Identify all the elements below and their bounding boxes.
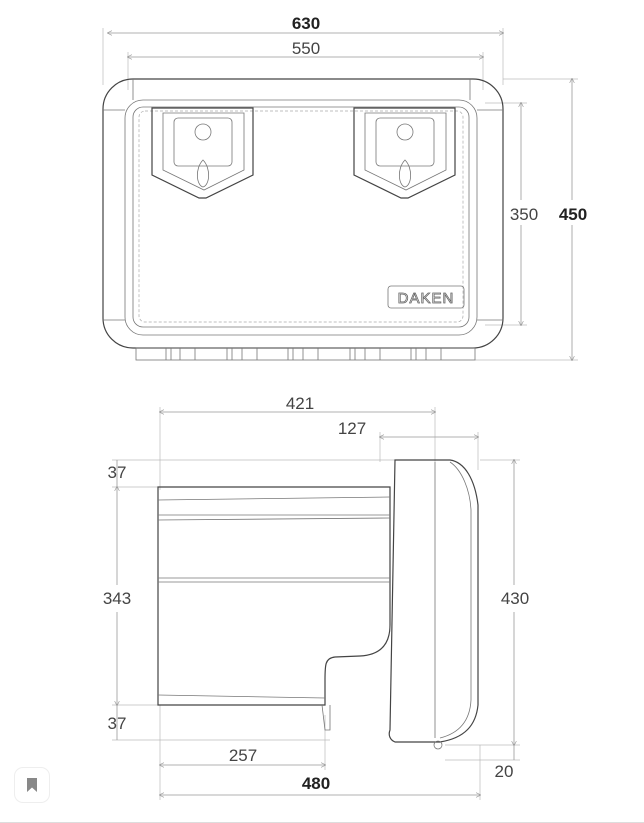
lid-profile [388, 459, 479, 743]
body-profile [157, 486, 391, 706]
brand-logo: DAKEN [398, 290, 455, 307]
dim-421: 421 [286, 394, 314, 413]
dim-350: 350 [510, 205, 538, 224]
dim-37-top: 37 [108, 463, 127, 482]
dim-20: 20 [495, 762, 514, 781]
dim-550: 550 [292, 39, 320, 58]
bookmark-button[interactable] [14, 767, 50, 803]
dim-257: 257 [229, 746, 257, 765]
front-view: 630 550 350 450 DAKEN [102, 14, 587, 361]
dim-127: 127 [338, 419, 366, 438]
side-view: 421 127 37 343 37 430 20 257 480 [103, 394, 529, 800]
lock-left [151, 107, 254, 199]
feet-row [135, 347, 476, 361]
dim-450: 450 [559, 205, 587, 224]
dim-37-bottom: 37 [108, 714, 127, 733]
brand-plate [387, 285, 465, 309]
dim-630: 630 [292, 14, 320, 33]
bookmark-icon [27, 778, 37, 792]
dim-480: 480 [302, 774, 330, 793]
lock-right [353, 107, 456, 199]
dim-430: 430 [501, 589, 529, 608]
dim-343: 343 [103, 589, 131, 608]
